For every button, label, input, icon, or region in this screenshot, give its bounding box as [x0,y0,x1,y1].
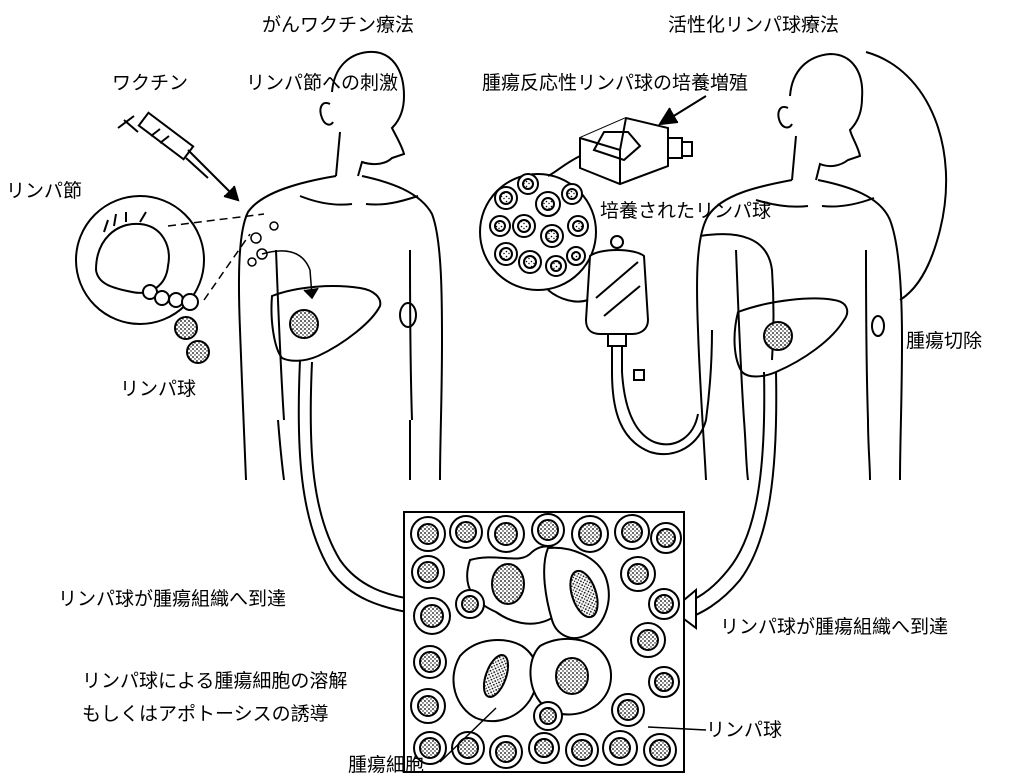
vaccine-label: ワクチン [112,72,188,94]
left-liver [271,286,380,361]
right-liver [735,299,848,377]
lysis-label-line1: リンパ球による腫瘍細胞の溶解 [82,670,347,692]
left-body-figure [239,52,442,480]
tumor-tissue-box [404,512,684,772]
cultured-lymphocytes-label: 培養されたリンパ球 [600,200,771,222]
tumor-cell-label: 腫瘍細胞 [348,754,424,776]
reach-label-right: リンパ球が腫瘍組織へ到達 [720,616,948,638]
iv-bag-icon [586,236,648,380]
lymph-node-stimulation-label: リンパ節への刺激 [246,72,398,94]
lymphocyte-label-bottom: リンパ球 [706,719,782,741]
lymphocyte-label-left: リンパ球 [120,378,196,400]
lysis-label-line2: もしくはアポトーシスの誘導 [82,703,329,725]
left-therapy-title: がんワクチン療法 [262,14,414,36]
cultured-lymphocyte-magnifier [480,174,596,290]
syringe-icon [118,113,208,178]
lymph-node-label: リンパ節 [6,180,82,202]
culture-flask-icon [580,118,692,184]
culture-expansion-label: 腫瘍反応性リンパ球の培養増殖 [482,72,748,94]
lymph-node-magnifier [76,196,209,363]
right-therapy-title: 活性化リンパ球療法 [668,14,839,36]
tumor-resection-label: 腫瘍切除 [906,330,982,352]
right-body-figure [697,52,946,480]
left-flow-arrow [299,360,418,614]
reach-label-left: リンパ球が腫瘍組織へ到達 [58,588,286,610]
